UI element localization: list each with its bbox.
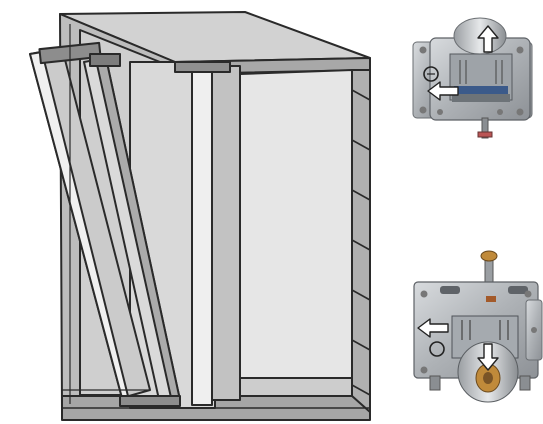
- up-arrow-icon: [477, 25, 499, 53]
- cabinet-drawing: [29, 11, 371, 421]
- circle-marker-icon: [423, 66, 439, 82]
- top-track: [174, 61, 231, 73]
- door-edge-strip: [191, 69, 213, 406]
- circle-marker-icon: [429, 341, 445, 357]
- door-edge-strip-2: [211, 65, 241, 401]
- top-roller-hardware: [412, 17, 533, 139]
- wall-hatching: [351, 89, 371, 396]
- left-arrow-icon: [427, 81, 459, 101]
- left-arrow-icon: [417, 318, 449, 338]
- bottom-guide-hardware: [413, 250, 543, 403]
- cabinet-interior: [239, 69, 353, 401]
- down-arrow-icon: [477, 343, 499, 371]
